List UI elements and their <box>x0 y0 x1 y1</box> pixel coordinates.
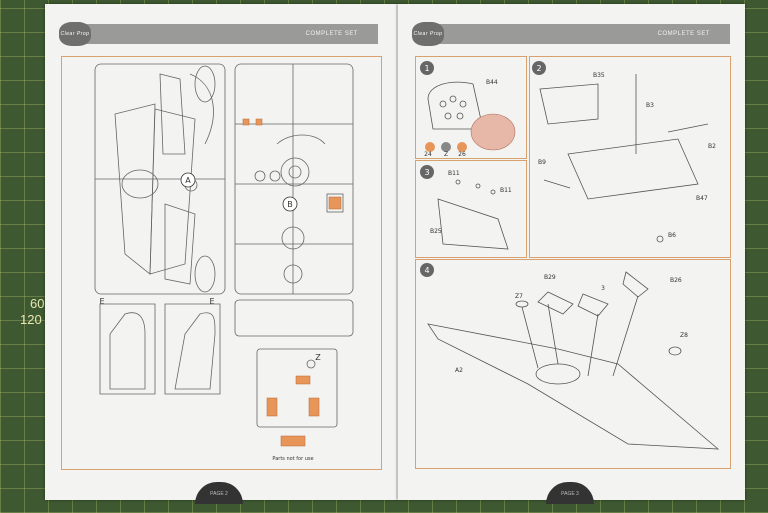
part-label-b11-a: B11 <box>448 170 460 177</box>
parts-not-for-use-label: Parts not for use <box>272 456 313 462</box>
mat-number-60: 60 <box>30 296 45 311</box>
page-header: Clear Prop COMPLETE SET <box>59 22 378 46</box>
sprue-e-right <box>164 303 221 395</box>
wing-part <box>114 103 156 275</box>
part-label-26: 26 <box>458 151 466 158</box>
sprue-z-frame <box>256 348 338 428</box>
sprue-diagram: A B E E Z Parts not for use <box>94 63 354 462</box>
page-number-tab: PAGE 2 <box>195 482 243 504</box>
sprue-letter-e-right: E <box>209 297 214 306</box>
part-label-b2: B2 <box>708 143 716 150</box>
step-3-number: 3 <box>424 168 429 177</box>
part-label-24: 24 <box>424 151 432 158</box>
part-label-b44: B44 <box>486 79 498 86</box>
part-label-3: 3 <box>601 285 605 292</box>
step-4-panel <box>415 259 731 469</box>
brand-logo: Clear Prop <box>59 22 91 46</box>
step-3-panel <box>415 160 527 258</box>
part-label-b11-b: B11 <box>500 187 512 194</box>
page-header: Clear Prop COMPLETE SET <box>412 22 730 46</box>
part-label-z: Z <box>444 151 448 158</box>
part-label-b26: B26 <box>670 277 682 284</box>
step-1-number: 1 <box>424 64 429 73</box>
part-label-a2: A2 <box>455 367 463 374</box>
sprue-e-left <box>99 303 156 395</box>
left-instruction-page: Clear Prop COMPLETE SET <box>45 4 398 504</box>
sprue-letter-e-left: E <box>99 297 104 306</box>
part-label-b25: B25 <box>430 228 442 235</box>
step-1-panel <box>415 56 527 159</box>
part-label-b9: B9 <box>538 159 546 166</box>
part-label-b47: B47 <box>696 195 708 202</box>
right-instruction-page: Clear Prop COMPLETE SET 1 2 3 4 <box>398 4 745 504</box>
brand-logo: Clear Prop <box>412 22 444 46</box>
part-label-b35: B35 <box>593 72 605 79</box>
mat-number-120: 120 <box>20 312 42 327</box>
assembly-diagrams: 1 2 3 4 <box>420 61 720 450</box>
page-number-tab: PAGE 3 <box>546 482 594 504</box>
wing-part <box>149 108 196 275</box>
part-label-z8: Z8 <box>680 332 688 339</box>
sprue-letter-z: Z <box>315 353 321 362</box>
part-label-b3: B3 <box>646 102 654 109</box>
part-label-b6: B6 <box>668 232 676 239</box>
step-2-panel <box>529 56 731 258</box>
header-title: COMPLETE SET <box>657 31 710 37</box>
step-4-number: 4 <box>424 266 429 275</box>
header-title: COMPLETE SET <box>305 31 358 37</box>
sprue-letter-a: A <box>185 176 191 185</box>
part-label-z7: Z7 <box>515 293 523 300</box>
step-2-number: 2 <box>536 64 541 73</box>
part-label-b29: B29 <box>544 274 556 281</box>
parts-not-for-use-swatch <box>280 435 306 447</box>
sprue-frame <box>61 56 382 470</box>
sprue-b-frame <box>234 63 354 295</box>
sprue-letter-b: B <box>287 200 293 209</box>
